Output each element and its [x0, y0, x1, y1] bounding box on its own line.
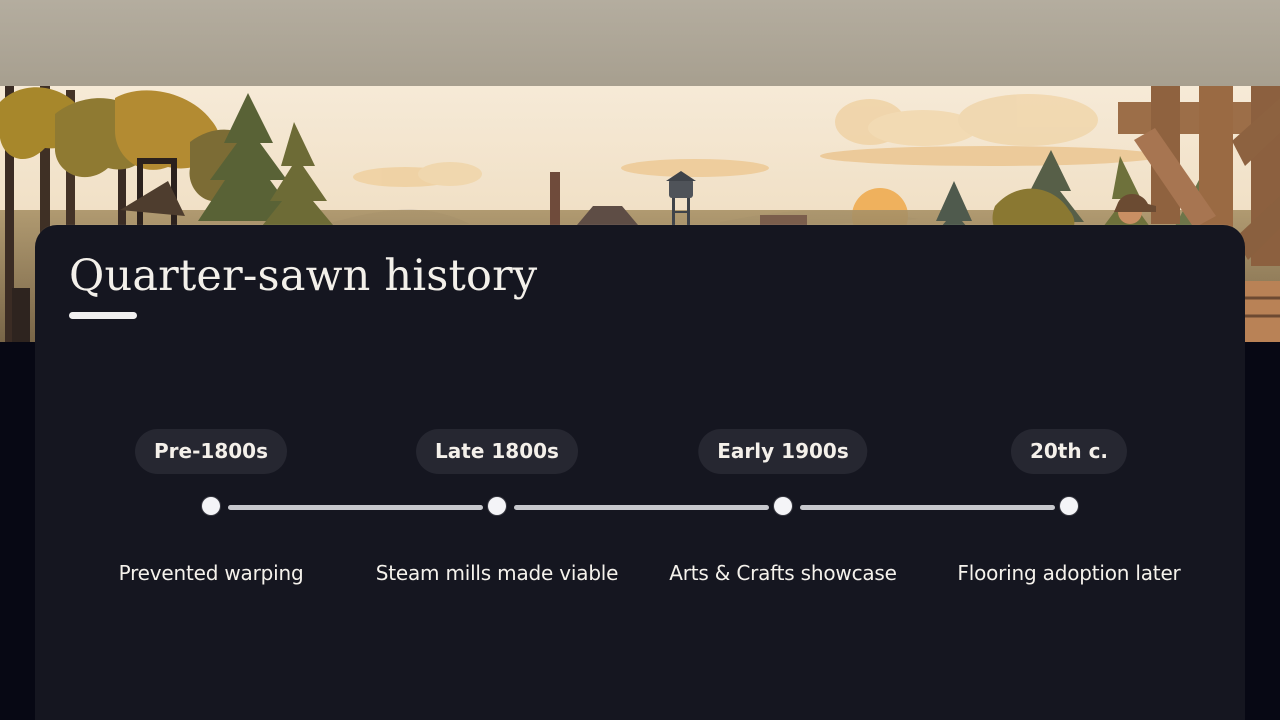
event-label-steam-mills: Steam mills made viable	[375, 561, 619, 585]
timeline-dot-20th-century	[1060, 497, 1078, 515]
top-border-band	[0, 0, 1280, 86]
page-title: Quarter-sawn history	[69, 251, 538, 301]
event-label-arts-crafts: Arts & Crafts showcase	[669, 561, 897, 585]
event-label-prevented-warping: Prevented warping	[118, 561, 304, 585]
period-badge-late-1800s: Late 1800s	[416, 429, 578, 474]
period-badge-early-1900s: Early 1900s	[698, 429, 868, 474]
period-badge-pre-1800s: Pre-1800s	[135, 429, 287, 474]
period-badge-20th-century: 20th c.	[1010, 429, 1128, 474]
timeline-segment	[514, 505, 769, 510]
timber-frame-shape	[1118, 86, 1280, 342]
timeline-dot-late-1800s	[488, 497, 506, 515]
clouds-shape	[353, 94, 1160, 187]
history-card: Quarter-sawn history Pre-1800s Prevented…	[35, 225, 1245, 720]
left-forest-shape	[0, 86, 338, 342]
timeline-dot-pre-1800s	[202, 497, 220, 515]
timeline-segment	[228, 505, 483, 510]
history-timeline: Pre-1800s Prevented warping Late 1800s S…	[35, 225, 1245, 720]
timeline-dot-early-1900s	[774, 497, 792, 515]
event-label-flooring-adoption: Flooring adoption later	[957, 561, 1181, 585]
timeline-segment	[800, 505, 1055, 510]
title-underline	[69, 312, 137, 319]
